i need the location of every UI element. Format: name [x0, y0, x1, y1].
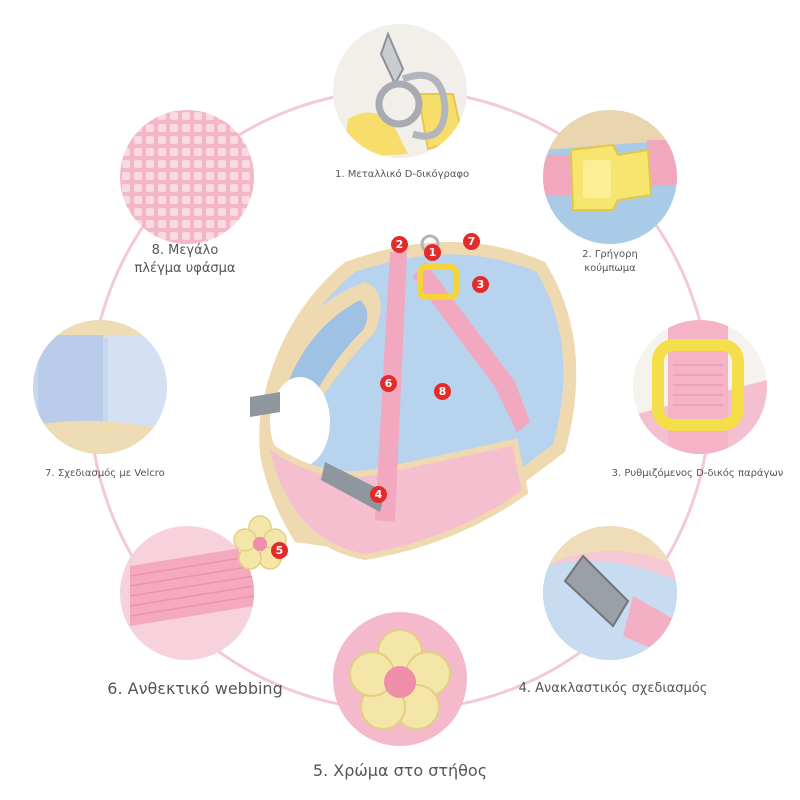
badge-7: 7 — [463, 233, 480, 250]
reflective-strip-photo — [543, 526, 677, 660]
metal-d-ring-clip-photo — [333, 24, 467, 158]
feature-caption-2: 2. Γρήγορη κούμπωμα — [582, 249, 638, 274]
badge-2: 2 — [391, 236, 408, 253]
feature-caption-7: 7. Σχεδιασμός με Velcro — [45, 468, 165, 479]
pink-webbing-photo — [120, 526, 254, 660]
mesh-fabric-photo — [120, 110, 254, 244]
feature-caption-3: 3. Ρυθμιζόμενος D-δικός παράγων — [611, 468, 784, 479]
quick-buckle-photo — [543, 110, 677, 244]
badge-6: 6 — [380, 375, 397, 392]
feature-caption-5: 5. Χρώμα στο στήθος — [312, 761, 488, 780]
pet-harness-photo — [225, 222, 605, 582]
badge-8: 8 — [434, 383, 451, 400]
feature-caption-4: 4. Ανακλαστικός σχεδιασμός — [518, 681, 708, 696]
feature-caption-6: 6. Ανθεκτικό webbing — [107, 679, 283, 698]
feature-caption-1: 1. Μεταλλικό D-δικόγραφο — [335, 169, 470, 180]
feature-caption-8: 8. Μεγάλο πλέγμα υφάσμα — [134, 243, 236, 276]
badge-4: 4 — [370, 486, 387, 503]
adjustable-d-ring-photo — [633, 320, 767, 454]
flower-decoration-photo — [333, 612, 467, 746]
badge-3: 3 — [472, 276, 489, 293]
velcro-photo — [33, 320, 167, 454]
badge-5: 5 — [271, 542, 288, 559]
badge-1: 1 — [424, 244, 441, 261]
